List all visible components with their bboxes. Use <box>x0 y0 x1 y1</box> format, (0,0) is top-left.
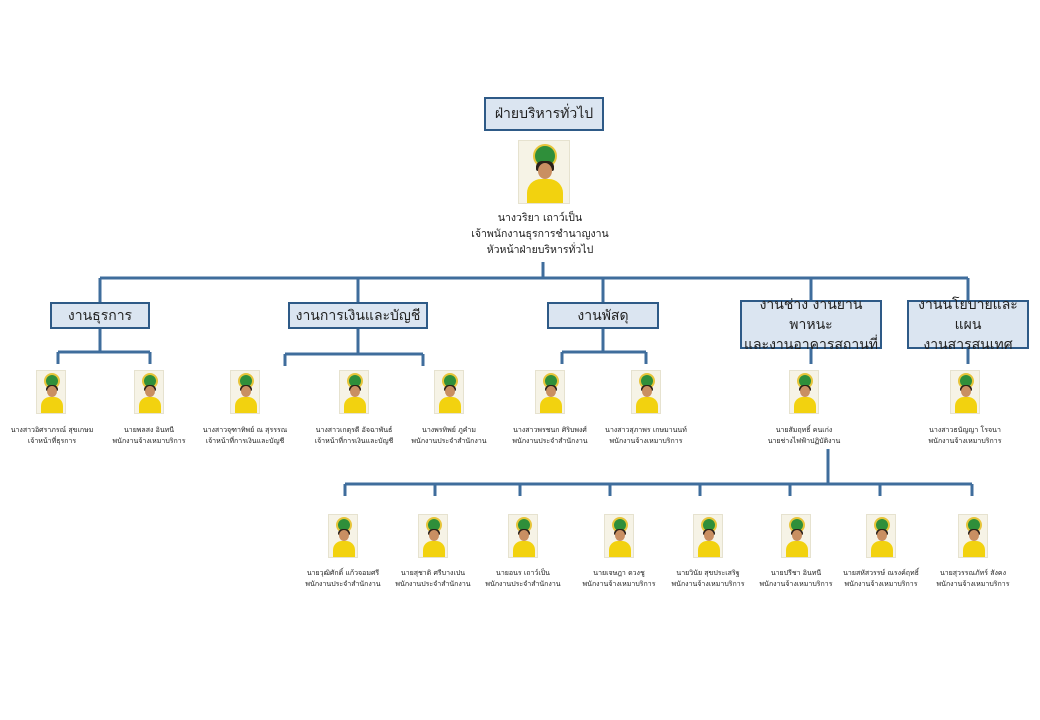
staff-name: นางสาวธนัญญา โรจนา <box>929 426 1001 434</box>
worker-position: พนักงานประจำสำนักงาน <box>395 580 471 588</box>
worker-caption: นายสุชาติ ศรีบางเปน พนักงานประจำสำนักงาน <box>373 568 493 590</box>
staff-photo <box>950 370 980 414</box>
staff-position: พนักงานจ้างเหมาบริการ <box>609 437 683 445</box>
head-photo <box>518 140 570 204</box>
worker-name: นายสุวรรณภัทร์ สังคง <box>939 569 1007 577</box>
staff-photo <box>230 370 260 414</box>
worker-caption: นายวุฒิศักดิ์ แก้วจอมศรี พนักงานประจำสำน… <box>283 568 403 590</box>
unit-label: งานการเงินและบัญชี <box>295 307 421 324</box>
staff-caption: นางสาวพรชนก ศิริบพงศ์ พนักงานประจำสำนักง… <box>490 425 610 447</box>
staff-name: นายสัมฤทธิ์ คนเก่ง <box>775 426 833 434</box>
worker-position: พนักงานจ้างเหมาบริการ <box>936 580 1010 588</box>
staff-name: นายพลสง อินทนี <box>123 426 175 434</box>
unit-label: งานนโยบายและแผน <box>918 296 1018 333</box>
unit-box-supplies: งานพัสดุ <box>547 302 659 329</box>
staff-position: พนักงานจ้างเหมาบริการ <box>928 437 1002 445</box>
worker-photo <box>781 514 811 558</box>
staff-position: นายช่างไฟฟ้าปฏิบัติงาน <box>767 437 841 445</box>
worker-caption: นายสุวรรณภัทร์ สังคง พนักงานจ้างเหมาบริก… <box>913 568 1033 590</box>
staff-name: นางพรทิพย์ ภูคำม <box>422 426 476 434</box>
staff-name: นางสาวจุฑาทิพย์ ณ สุรรรณ <box>202 426 288 434</box>
staff-caption: นายพลสง อินทนี พนักงานจ้างเหมาบริการ <box>89 425 209 447</box>
unit-label-line2: งานสารสนเทศ <box>923 336 1013 353</box>
staff-name: นางสาวพรชนก ศิริบพงศ์ <box>513 426 587 434</box>
head-caption: นางวริยา เถาว์เป็น เจ้าพนักงานธุรการชำนา… <box>440 210 640 258</box>
worker-name: นายเจษฎา ดวงชู <box>593 569 645 577</box>
staff-position: พนักงานประจำสำนักงาน <box>512 437 588 445</box>
staff-caption: นางสาวสุภาพร เกษมานนท์ พนักงานจ้างเหมาบร… <box>586 425 706 447</box>
worker-photo <box>418 514 448 558</box>
worker-photo <box>508 514 538 558</box>
staff-position: พนักงานประจำสำนักงาน <box>411 437 487 445</box>
head-position: เจ้าพนักงานธุรการชำนาญงาน <box>471 228 609 240</box>
staff-photo <box>631 370 661 414</box>
staff-position: เจ้าหน้าที่การเงินและบัญชี <box>314 437 394 445</box>
worker-position: พนักงานประจำสำนักงาน <box>485 580 561 588</box>
worker-name: นายสุชาติ ศรีบางเปน <box>400 569 466 577</box>
unit-box-admin: งานธุรการ <box>50 302 150 329</box>
worker-photo <box>866 514 896 558</box>
staff-photo <box>535 370 565 414</box>
unit-label: งานธุรการ <box>67 307 133 324</box>
unit-label: งานช่าง งานยานพาหนะ <box>759 296 863 333</box>
staff-caption: นางสาวจุฑาทิพย์ ณ สุรรรณ เจ้าหน้าที่การเ… <box>185 425 305 447</box>
worker-name: นายวินัย สุขประเสริฐ <box>676 569 740 577</box>
worker-name: นายวุฒิศักดิ์ แก้วจอมศรี <box>306 569 380 577</box>
worker-name: นายสหัสวรรษ์ ณรงค์ฤทธิ์ <box>843 569 919 577</box>
worker-name: นายอนร เถาว์เป็น <box>496 569 550 577</box>
worker-caption: นายเจษฎา ดวงชู พนักงานจ้างเหมาบริการ <box>559 568 679 590</box>
head-name: นางวริยา เถาว์เป็น <box>497 212 583 224</box>
staff-photo <box>134 370 164 414</box>
unit-box-finance: งานการเงินและบัญชี <box>288 302 428 329</box>
worker-photo <box>604 514 634 558</box>
staff-photo <box>789 370 819 414</box>
department-title: ฝ่ายบริหารทั่วไป <box>494 106 594 122</box>
worker-photo <box>693 514 723 558</box>
head-role: หัวหน้าฝ่ายบริหารทั่วไป <box>486 244 594 256</box>
staff-caption: นางพรทิพย์ ภูคำม พนักงานประจำสำนักงาน <box>389 425 509 447</box>
staff-name: นางสาวอิศราภรณ์ สุขเกษม <box>10 426 94 434</box>
worker-position: พนักงานจ้างเหมาบริการ <box>582 580 656 588</box>
staff-caption: นางสาวธนัญญา โรจนา พนักงานจ้างเหมาบริการ <box>905 425 1025 447</box>
unit-label: งานพัสดุ <box>577 307 629 324</box>
staff-position: เจ้าหน้าที่ธุรการ <box>27 437 77 445</box>
staff-caption: นางสาวเกตุรดี อัจฉาพันธ์ เจ้าหน้าที่การเ… <box>294 425 414 447</box>
unit-box-planning: งานนโยบายและแผน งานสารสนเทศ <box>907 297 1029 353</box>
staff-position: พนักงานจ้างเหมาบริการ <box>112 437 186 445</box>
worker-position: พนักงานจ้างเหมาบริการ <box>671 580 745 588</box>
worker-name: นายปรีชา อินทนี <box>770 569 822 577</box>
staff-photo <box>339 370 369 414</box>
worker-position: พนักงานจ้างเหมาบริการ <box>844 580 918 588</box>
worker-position: พนักงานประจำสำนักงาน <box>305 580 381 588</box>
staff-position: เจ้าหน้าที่การเงินและบัญชี <box>205 437 285 445</box>
department-title-box: ฝ่ายบริหารทั่วไป <box>484 97 604 131</box>
worker-photo <box>958 514 988 558</box>
staff-photo <box>434 370 464 414</box>
unit-label-line2: และงานอาคารสถานที่ <box>743 336 879 353</box>
worker-photo <box>328 514 358 558</box>
worker-caption: นายวินัย สุขประเสริฐ พนักงานจ้างเหมาบริก… <box>648 568 768 590</box>
unit-box-maintenance: งานช่าง งานยานพาหนะ และงานอาคารสถานที่ <box>740 297 882 353</box>
staff-name: นางสาวเกตุรดี อัจฉาพันธ์ <box>315 426 393 434</box>
staff-caption: นางสาวอิศราภรณ์ สุขเกษม เจ้าหน้าที่ธุรกา… <box>0 425 112 447</box>
staff-caption: นายสัมฤทธิ์ คนเก่ง นายช่างไฟฟ้าปฏิบัติงา… <box>744 425 864 447</box>
worker-caption: นายอนร เถาว์เป็น พนักงานประจำสำนักงาน <box>463 568 583 590</box>
worker-caption: นายปรีชา อินทนี พนักงานจ้างเหมาบริการ <box>736 568 856 590</box>
staff-name: นางสาวสุภาพร เกษมานนท์ <box>605 426 687 434</box>
worker-caption: นายสหัสวรรษ์ ณรงค์ฤทธิ์ พนักงานจ้างเหมาบ… <box>821 568 941 590</box>
worker-position: พนักงานจ้างเหมาบริการ <box>759 580 833 588</box>
staff-photo <box>36 370 66 414</box>
